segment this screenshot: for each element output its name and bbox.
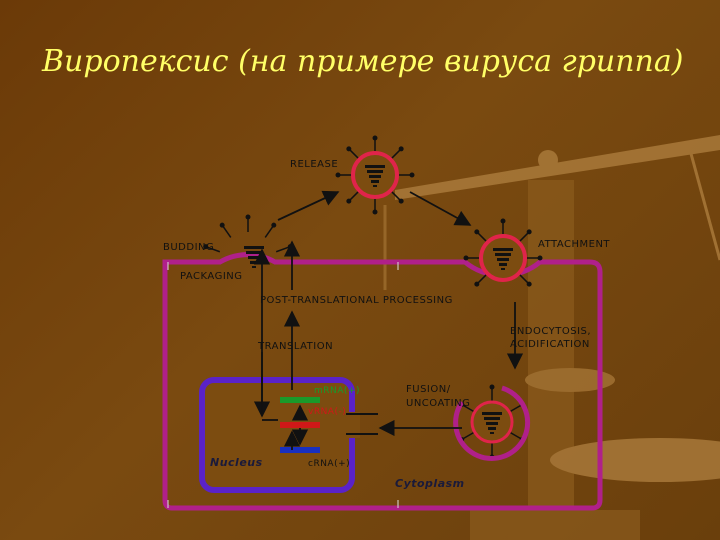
label-fusion-1: FUSION/ (406, 384, 451, 395)
label-translation: TRANSLATION (257, 341, 333, 352)
label-endocytosis-1: ENDOCYTOSIS, (510, 326, 591, 337)
label-vrna: vRNA(-) (308, 407, 346, 417)
slide-title: Виропексис (на примере вируса гриппа) (42, 44, 684, 79)
label-attachment: ATTACHMENT (538, 239, 610, 250)
nucleus-membrane (199, 377, 355, 493)
label-fusion-2: UNCOATING (406, 398, 470, 409)
label-mrna: mRNA(+) (314, 386, 360, 396)
arrow-budding-to-release (277, 190, 340, 221)
label-nucleus: Nucleus (210, 456, 263, 469)
label-post-translational: POST-TRANSLATIONAL PROCESSING (260, 295, 453, 306)
label-release: RELEASE (290, 159, 338, 170)
label-crna: cRNA(+) (308, 459, 350, 469)
mrna-bar (280, 397, 320, 403)
arrow-release-to-attachment (409, 191, 472, 226)
scale-silhouette (383, 135, 720, 540)
label-cytoplasm: Cytoplasm (395, 477, 465, 490)
released-virion-icon (334, 134, 416, 216)
nuclear-pore (344, 412, 360, 438)
label-endocytosis-2: ACIDIFICATION (510, 339, 590, 350)
attaching-virion-icon (462, 217, 544, 289)
label-packaging: PACKAGING (180, 271, 243, 282)
crna-bar (280, 447, 320, 453)
endosome-virion-icon (453, 383, 531, 461)
vrna-bar (280, 422, 320, 428)
label-budding: BUDDING (163, 242, 214, 253)
